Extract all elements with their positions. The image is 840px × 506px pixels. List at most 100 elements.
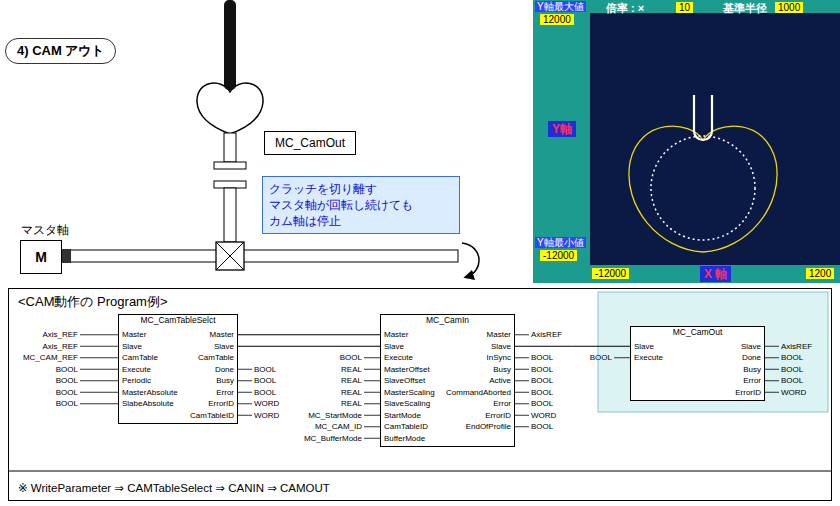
pin-stub: [80, 334, 118, 335]
node-text: <CAM動作の Program例>: [18, 293, 168, 311]
type-label: WORD: [781, 387, 806, 399]
type-label: BOOL: [781, 375, 803, 387]
cam: [197, 83, 263, 134]
pin-stub: [238, 403, 252, 404]
pin-name: Execute: [634, 352, 663, 364]
pin-name: Busy: [493, 364, 511, 376]
pin-name: Execute: [384, 352, 413, 364]
pin-name: Master: [384, 329, 408, 341]
axis-label: Y軸: [548, 121, 576, 137]
type-label: BOOL: [56, 364, 78, 376]
function-block: MC_CamOutSlaveExecuteSlaveDoneBusyErrorE…: [630, 326, 765, 402]
cam-shaft: [224, 133, 236, 162]
pin-name: Done: [215, 364, 234, 376]
pin-name: BufferMode: [384, 433, 425, 445]
type-label: WORD: [531, 410, 556, 422]
pin-stub: [80, 403, 118, 404]
node-text: 基準半径: [723, 1, 767, 16]
follower: [694, 95, 712, 140]
pin-name: Master: [487, 329, 511, 341]
type-label: MC_StartMode: [308, 410, 362, 422]
function-block: MC_CamInMasterSlaveExecuteMasterOffsetSl…: [380, 314, 515, 447]
pin-name: Periodic: [122, 375, 151, 387]
pin-name: Slave: [122, 341, 142, 353]
pin-stub: [515, 403, 529, 404]
pin-name: ErrorID: [208, 398, 234, 410]
type-label: REAL: [341, 375, 362, 387]
pin-name: EndOfProfile: [466, 421, 511, 433]
type-label: BOOL: [56, 398, 78, 410]
pin-name: Execute: [122, 364, 151, 376]
value-field: 1200: [806, 268, 834, 279]
pin-stub: [80, 380, 118, 381]
screen-frame: [533, 0, 840, 283]
cam-monitor-screen: 倍率 : ×基準半径Y軸最大値10100012000Y軸Y軸最小値-12000-…: [533, 0, 840, 282]
pin-stub: [765, 369, 779, 370]
motor-box: マスタ軸M: [20, 240, 62, 274]
follower-rod: [224, 0, 236, 90]
type-label: REAL: [341, 398, 362, 410]
pin-stub: [515, 380, 529, 381]
pin-name: StartMode: [384, 410, 421, 422]
node-text: クラッチを切り離す マスタ軸が回転し続けても カム軸は停止: [269, 181, 453, 229]
block-title: MC_CamTableSelct: [140, 315, 215, 327]
rotation-arrow: [462, 243, 479, 277]
pin-stub: [364, 415, 380, 416]
value-field: -12000: [540, 250, 577, 261]
pin-name: Active: [489, 375, 511, 387]
note-divider: [8, 471, 832, 472]
pin-name: CamTable: [122, 352, 158, 364]
pin-name: Error: [743, 375, 761, 387]
type-label: Axis_REF: [42, 341, 78, 353]
pin-stub: [515, 334, 529, 335]
type-label: Axis_REF: [42, 329, 78, 341]
master-shaft: [70, 250, 458, 262]
pin-name: Slave: [741, 341, 761, 353]
pin-name: Done: [742, 352, 761, 364]
pin-name: CamTableID: [384, 421, 428, 433]
pin-stub: [238, 380, 252, 381]
node-text: Y軸最小値: [537, 237, 584, 248]
pin-name: CamTable: [198, 352, 234, 364]
pin-name: MasterOffset: [384, 364, 430, 376]
type-label: REAL: [341, 387, 362, 399]
pin-name: CommandAborted: [446, 387, 511, 399]
type-label: BOOL: [531, 398, 553, 410]
node-text: Y軸: [552, 122, 572, 136]
pin-name: Master: [122, 329, 146, 341]
pin-stub: [238, 392, 252, 393]
node-text: -12000: [595, 268, 626, 279]
highlight-panel: [598, 292, 828, 412]
section-badge: 4) CAM アウト: [5, 38, 116, 64]
value-field: -12000: [592, 268, 629, 279]
callout-note: クラッチを切り離す マスタ軸が回転し続けても カム軸は停止: [262, 176, 460, 234]
pin-stub: [765, 380, 779, 381]
plot-area: [590, 13, 840, 265]
gearbox: [216, 242, 244, 270]
pin-name: SlaveScaling: [384, 398, 430, 410]
pin-stub: [364, 369, 380, 370]
pin-stub: [614, 357, 630, 358]
pin-name: Slave: [384, 341, 404, 353]
pin-name: MasterAbsolute: [122, 387, 178, 399]
base-circle: [651, 136, 755, 240]
type-label: BOOL: [531, 421, 553, 433]
pin-stub: [80, 357, 118, 358]
type-label: BOOL: [254, 364, 276, 376]
pin-stub: [515, 369, 529, 370]
pin-name: SlabeAbsolute: [122, 398, 174, 410]
pin-stub: [238, 415, 252, 416]
type-label: BOOL: [254, 387, 276, 399]
type-label: BOOL: [531, 352, 553, 364]
type-label: MC_CAM_REF: [23, 352, 78, 364]
pin-name: Busy: [216, 375, 234, 387]
block-title: MC_CamIn: [426, 315, 469, 327]
type-label: MC_BufferMode: [304, 433, 362, 445]
value-field: 10: [676, 2, 693, 13]
type-label: BOOL: [531, 375, 553, 387]
type-label: WORD: [254, 398, 279, 410]
pin-stub: [80, 369, 118, 370]
pin-stub: [515, 392, 529, 393]
pin-name: Busy: [743, 364, 761, 376]
pin-name: MasterScaling: [384, 387, 435, 399]
